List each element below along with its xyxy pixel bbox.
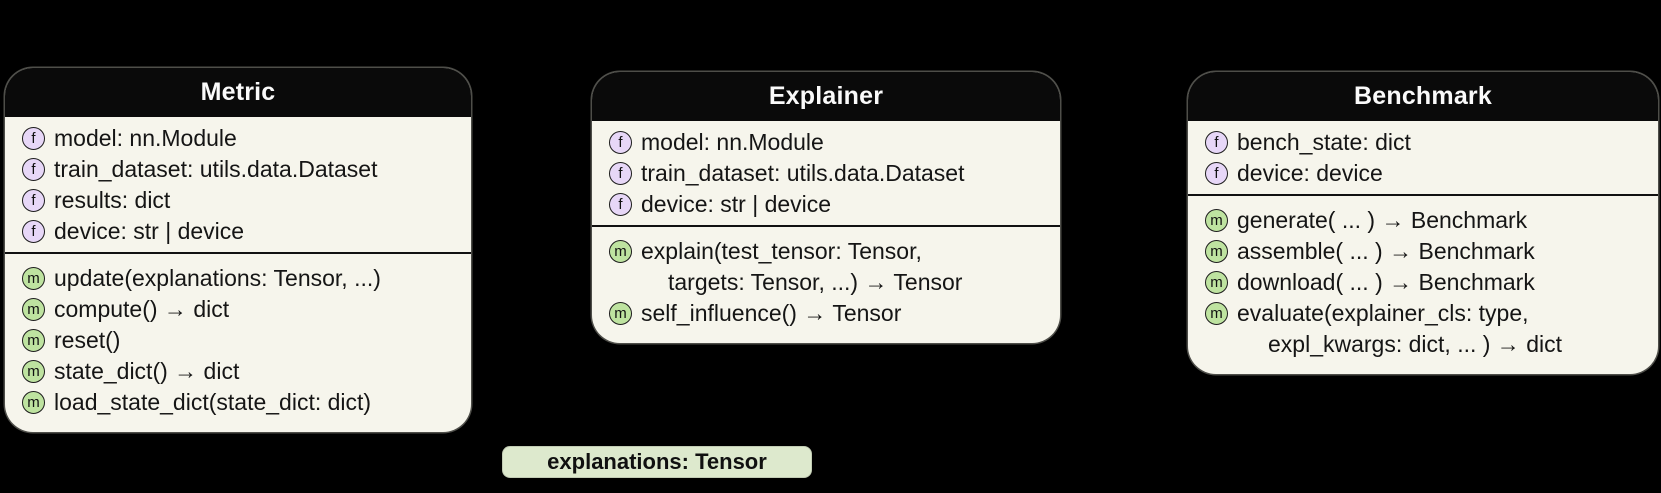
method-row-continuation: targets: Tensor, ...) → Tensor — [592, 267, 1050, 298]
field-label: results: dict — [54, 187, 171, 213]
class-card-explainer: Explainer f model: nn.Module f train_dat… — [592, 72, 1060, 343]
method-label: generate( ... ) → Benchmark — [1237, 207, 1528, 233]
method-label: explain(test_tensor: Tensor, — [641, 238, 922, 264]
section-divider — [5, 252, 471, 254]
methods-section-explainer: m explain(test_tensor: Tensor, targets: … — [592, 227, 1060, 343]
field-label: device: str | device — [641, 191, 832, 217]
method-label: reset() — [54, 327, 121, 353]
field-row: f train_dataset: utils.data.Dataset — [5, 154, 461, 185]
methods-section-metric: m update(explanations: Tensor, ...) m co… — [5, 254, 471, 432]
method-label: load_state_dict(state_dict: dict) — [54, 389, 372, 415]
field-label: model: nn.Module — [54, 125, 237, 151]
method-label: download( ... ) → Benchmark — [1237, 269, 1535, 295]
field-row: f model: nn.Module — [592, 127, 1050, 158]
field-label: train_dataset: utils.data.Dataset — [54, 156, 378, 182]
class-card-benchmark: Benchmark f bench_state: dict f device: … — [1188, 72, 1658, 374]
field-row: f device: device — [1188, 158, 1648, 189]
field-row: f bench_state: dict — [1188, 127, 1648, 158]
method-label: compute() → dict — [54, 296, 230, 322]
method-icon: m — [1205, 302, 1228, 325]
class-header-explainer: Explainer — [592, 72, 1060, 121]
method-row: m assemble( ... ) → Benchmark — [1188, 236, 1648, 267]
method-row: m generate( ... ) → Benchmark — [1188, 205, 1648, 236]
explanations-badge-label: explanations: Tensor — [547, 449, 767, 474]
field-icon: f — [609, 193, 632, 216]
method-row: m state_dict() → dict — [5, 356, 461, 387]
method-icon: m — [609, 302, 632, 325]
field-label: train_dataset: utils.data.Dataset — [641, 160, 965, 186]
field-row: f device: str | device — [5, 216, 461, 247]
method-row-continuation: expl_kwargs: dict, ... ) → dict — [1188, 329, 1648, 360]
class-header-benchmark: Benchmark — [1188, 72, 1658, 121]
class-card-metric: Metric f model: nn.Module f train_datase… — [5, 68, 471, 432]
method-label: targets: Tensor, ...) → Tensor — [668, 269, 963, 295]
method-icon: m — [1205, 209, 1228, 232]
field-icon: f — [609, 131, 632, 154]
method-label: assemble( ... ) → Benchmark — [1237, 238, 1535, 264]
field-row: f train_dataset: utils.data.Dataset — [592, 158, 1050, 189]
fields-section-metric: f model: nn.Module f train_dataset: util… — [5, 117, 471, 252]
method-icon: m — [22, 360, 45, 383]
field-label: model: nn.Module — [641, 129, 824, 155]
method-row: m explain(test_tensor: Tensor, — [592, 236, 1050, 267]
method-icon: m — [22, 298, 45, 321]
method-row: m update(explanations: Tensor, ...) — [5, 263, 461, 294]
method-label: update(explanations: Tensor, ...) — [54, 265, 381, 291]
methods-section-benchmark: m generate( ... ) → Benchmark m assemble… — [1188, 196, 1658, 374]
method-icon: m — [22, 267, 45, 290]
field-label: device: str | device — [54, 218, 245, 244]
field-icon: f — [609, 162, 632, 185]
method-label: expl_kwargs: dict, ... ) → dict — [1268, 331, 1562, 357]
method-label: state_dict() → dict — [54, 358, 240, 384]
field-icon: f — [1205, 162, 1228, 185]
method-label: self_influence() → Tensor — [641, 300, 902, 326]
explanations-badge: explanations: Tensor — [502, 446, 812, 478]
method-icon: m — [22, 391, 45, 414]
field-icon: f — [22, 220, 45, 243]
method-row: m load_state_dict(state_dict: dict) — [5, 387, 461, 418]
class-title-metric: Metric — [200, 78, 276, 106]
field-icon: f — [22, 158, 45, 181]
section-divider — [1188, 194, 1658, 196]
fields-section-explainer: f model: nn.Module f train_dataset: util… — [592, 121, 1060, 225]
section-divider — [592, 225, 1060, 227]
field-icon: f — [22, 127, 45, 150]
method-row: m reset() — [5, 325, 461, 356]
method-label: evaluate(explainer_cls: type, — [1237, 300, 1529, 326]
method-icon: m — [1205, 271, 1228, 294]
class-header-metric: Metric — [5, 68, 471, 117]
class-title-benchmark: Benchmark — [1354, 82, 1492, 110]
method-icon: m — [1205, 240, 1228, 263]
field-row: f model: nn.Module — [5, 123, 461, 154]
method-row: m compute() → dict — [5, 294, 461, 325]
field-icon: f — [22, 189, 45, 212]
method-icon: m — [22, 329, 45, 352]
field-row: f results: dict — [5, 185, 461, 216]
method-icon: m — [609, 240, 632, 263]
fields-section-benchmark: f bench_state: dict f device: device — [1188, 121, 1658, 194]
method-row: m download( ... ) → Benchmark — [1188, 267, 1648, 298]
field-row: f device: str | device — [592, 189, 1050, 220]
field-label: bench_state: dict — [1237, 129, 1411, 155]
class-title-explainer: Explainer — [768, 82, 884, 110]
method-row: m evaluate(explainer_cls: type, — [1188, 298, 1648, 329]
field-icon: f — [1205, 131, 1228, 154]
field-label: device: device — [1237, 160, 1383, 186]
method-row: m self_influence() → Tensor — [592, 298, 1050, 329]
